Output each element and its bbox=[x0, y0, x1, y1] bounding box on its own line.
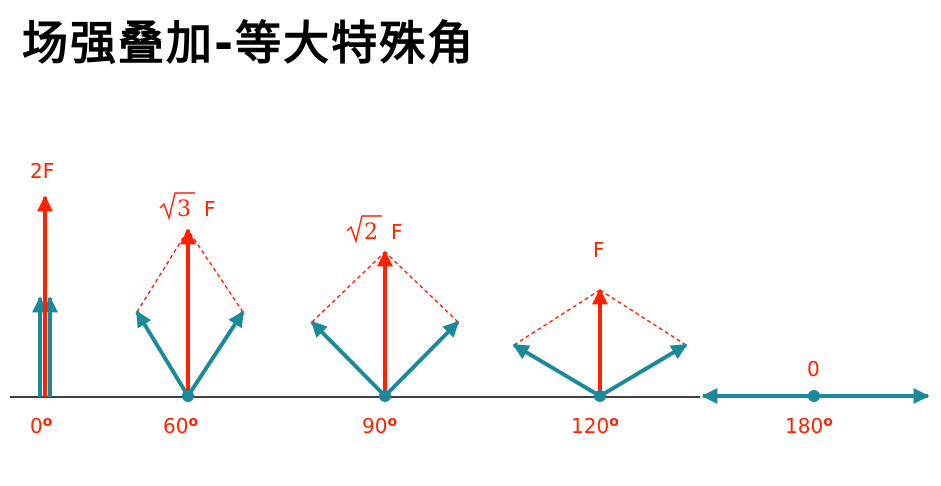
parallelogram-edge bbox=[311, 251, 386, 323]
group-180-degree: 0 180o bbox=[701, 357, 930, 438]
origin-point bbox=[379, 390, 391, 402]
component-vector-left bbox=[310, 320, 387, 398]
parallelogram-edge bbox=[599, 289, 687, 346]
resultant-magnitude-label: 2 F bbox=[346, 215, 403, 245]
resultant-magnitude-label: 0 bbox=[807, 357, 820, 381]
svg-text:F: F bbox=[391, 220, 403, 244]
resultant-magnitude-label: 2F bbox=[30, 159, 54, 183]
angle-label: 180o bbox=[785, 414, 833, 438]
parallelogram-edge bbox=[187, 229, 244, 313]
angle-label: 90o bbox=[362, 414, 397, 438]
group-120-degree: F 120o bbox=[512, 238, 688, 438]
group-90-degree: 2 F 90o bbox=[310, 215, 460, 438]
group-60-degree: 3 F 60o bbox=[135, 192, 245, 438]
svg-text:2: 2 bbox=[364, 220, 378, 245]
resultant-magnitude-label: 3 F bbox=[159, 192, 216, 222]
component-vector-right bbox=[186, 310, 245, 398]
origin-point bbox=[808, 390, 820, 402]
angle-label: 120o bbox=[571, 414, 619, 438]
resultant-magnitude-label: F bbox=[593, 238, 605, 262]
component-vector-left bbox=[512, 343, 602, 398]
parallelogram-edge bbox=[136, 229, 189, 313]
group-0-degree: 2F 0o bbox=[30, 159, 58, 438]
angle-label: 60o bbox=[163, 414, 198, 438]
component-vector-right bbox=[598, 343, 688, 398]
component-vector-left bbox=[135, 310, 190, 398]
page-title: 场强叠加-等大特殊角 bbox=[22, 16, 476, 70]
origin-point bbox=[594, 390, 606, 402]
component-vector-right bbox=[383, 320, 460, 398]
angle-label: 0o bbox=[30, 414, 53, 438]
svg-text:F: F bbox=[204, 197, 216, 221]
svg-text:3: 3 bbox=[177, 197, 191, 222]
parallelogram-edge bbox=[384, 251, 459, 323]
origin-point bbox=[182, 390, 194, 402]
parallelogram-edge bbox=[513, 289, 601, 346]
